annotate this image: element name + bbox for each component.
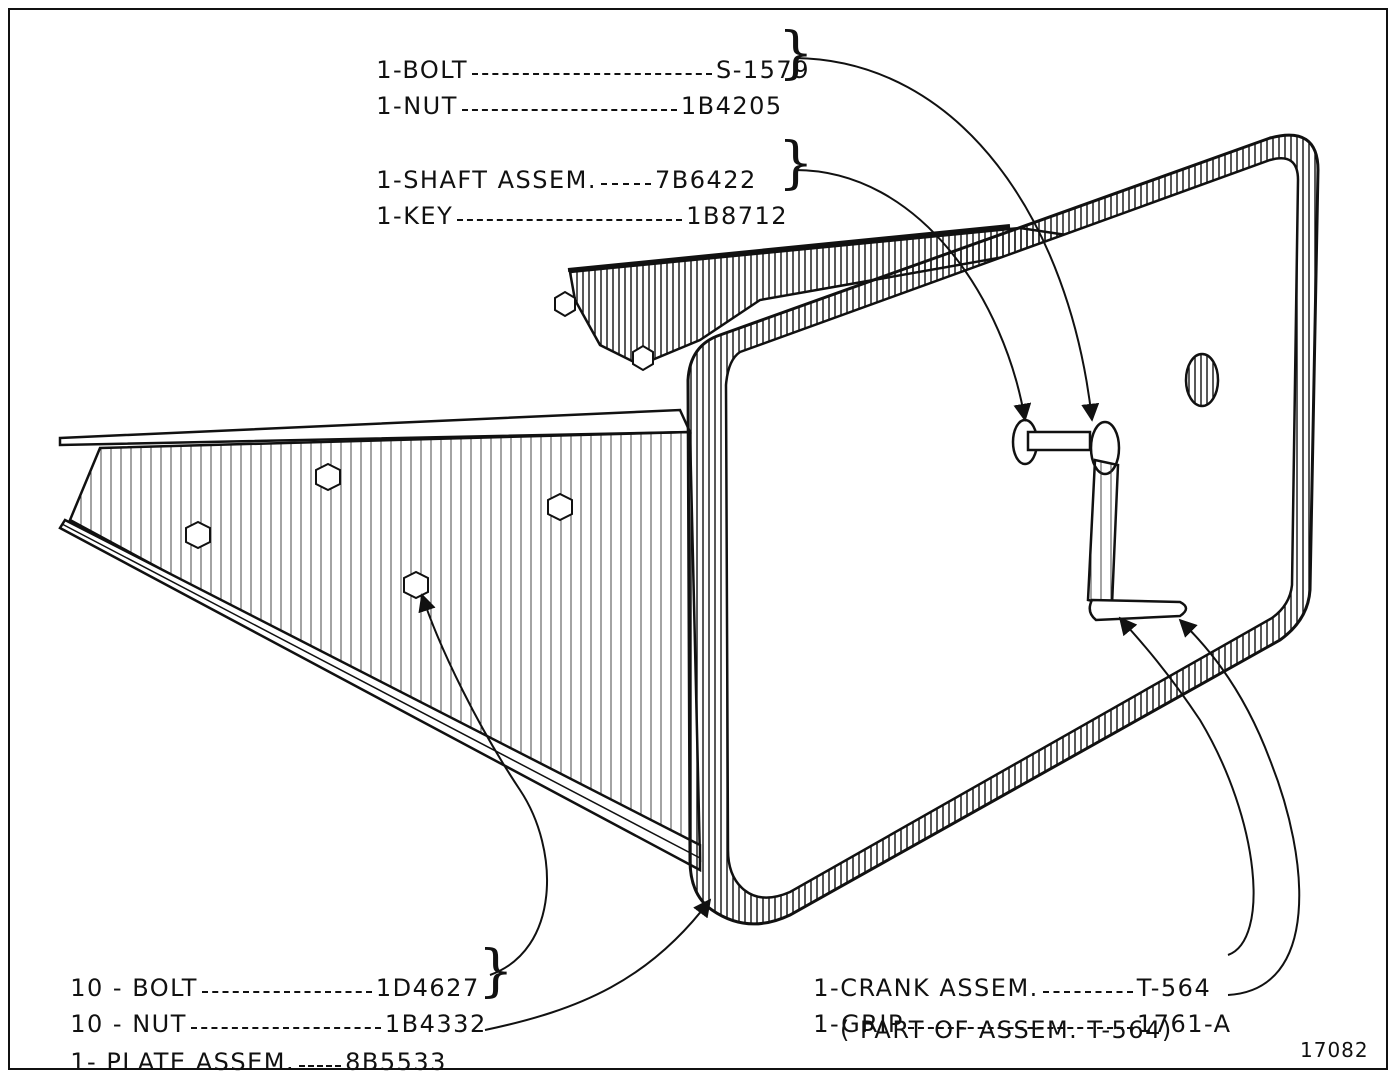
label-crank-part: T-564 bbox=[1136, 974, 1212, 1002]
label-key-part: 1B8712 bbox=[686, 202, 789, 230]
label-plate-name: 1- PLATE ASSEM. bbox=[70, 1048, 296, 1076]
brace-top: } bbox=[778, 21, 814, 86]
label-crank: 1-CRANK ASSEM. T-564 bbox=[795, 946, 1211, 1002]
label-grip: 1-GRIP 1761-A bbox=[795, 982, 1232, 1038]
brace-bottom: } bbox=[478, 939, 514, 1004]
label-key: 1-KEY 1B8712 bbox=[358, 174, 788, 230]
label-bolt-bottom-part: 1D4627 bbox=[375, 974, 480, 1002]
leader-lines bbox=[418, 57, 1301, 1031]
label-plate: 1- PLATE ASSEM. 8B5533 bbox=[52, 1020, 447, 1076]
label-bolt-bottom: 10 - BOLT 1D4627 bbox=[52, 946, 480, 1002]
label-bolt-top-name: 1-BOLT bbox=[376, 56, 468, 84]
label-nut-bottom-part: 1B4332 bbox=[384, 1010, 487, 1038]
label-crank-name: 1-CRANK ASSEM. bbox=[813, 974, 1039, 1002]
beam-bolts bbox=[185, 290, 654, 600]
side-beam bbox=[58, 408, 702, 873]
label-bolt-top-part: S-1579 bbox=[716, 56, 810, 84]
label-shaft-part: 7B6422 bbox=[654, 166, 757, 194]
label-grip-note: ( PART OF ASSEM. T-564) bbox=[840, 1016, 1173, 1044]
figure-border bbox=[8, 8, 1388, 1070]
label-grip-name: 1-GRIP bbox=[813, 1010, 904, 1038]
label-bolt-top: 1-BOLT S-1579 bbox=[358, 28, 810, 84]
main-plate bbox=[686, 133, 1320, 926]
label-grip-part: 1761-A bbox=[1136, 1010, 1232, 1038]
brace-shaft: } bbox=[778, 131, 814, 196]
label-bolt-bottom-name: 10 - BOLT bbox=[70, 974, 198, 1002]
label-shaft: 1-SHAFT ASSEM. 7B6422 bbox=[358, 138, 757, 194]
label-nut-top: 1-NUT 1B4205 bbox=[358, 64, 783, 120]
label-plate-part: 8B5533 bbox=[345, 1048, 447, 1076]
label-nut-top-name: 1-NUT bbox=[376, 92, 458, 120]
label-key-name: 1-KEY bbox=[376, 202, 454, 230]
label-nut-bottom: 10 - NUT 1B4332 bbox=[52, 982, 487, 1038]
label-nut-top-part: 1B4205 bbox=[680, 92, 783, 120]
label-shaft-name: 1-SHAFT ASSEM. bbox=[376, 166, 597, 194]
label-nut-bottom-name: 10 - NUT bbox=[70, 1010, 187, 1038]
figure-number: 17082 bbox=[1300, 1038, 1369, 1062]
